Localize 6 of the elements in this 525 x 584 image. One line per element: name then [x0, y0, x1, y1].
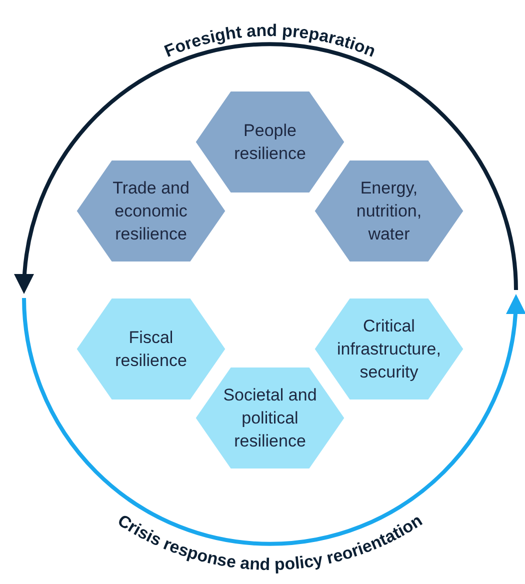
hexagon-label: Critical infrastructure, security: [337, 316, 441, 384]
hexagon-label: Societal and political resilience: [222, 384, 318, 452]
hexagon-label: Energy, nutrition, water: [355, 178, 423, 246]
hexagon-label: People resilience: [233, 120, 307, 165]
hexagon-label: Fiscal resilience: [114, 327, 188, 372]
hexagon-label: Trade and economic resilience: [112, 178, 190, 246]
